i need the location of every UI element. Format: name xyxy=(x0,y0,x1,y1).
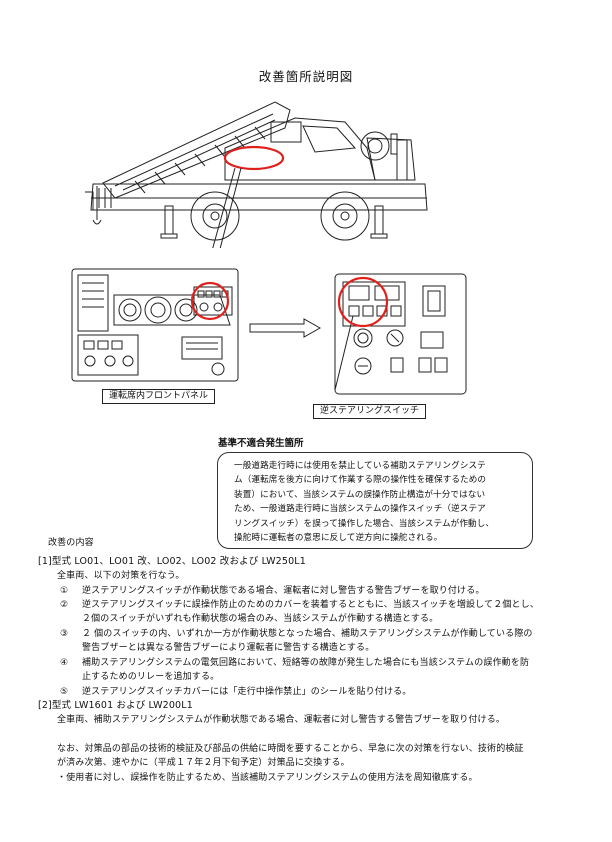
closing-paragraph-line: が済み次第、速やかに（平成１７年２月下旬予定）対策品に交換する。 xyxy=(57,758,350,768)
list-item: ⑤ 逆ステアリングスイッチカバーには「走行中操作禁止」のシールを貼り付ける。 xyxy=(60,685,411,700)
nonconformity-line: 操舵時に運転者の意思に反して逆方向に操舵される。 xyxy=(234,533,443,544)
nonconformity-heading: 基準不適合発生箇所 xyxy=(218,438,304,449)
right-arrow-icon xyxy=(249,318,322,338)
nonconformity-line: ため、一般道路走行時に当該システムの操作スイッチ（逆ステア xyxy=(234,504,486,515)
list-item: ① 逆ステアリングスイッチが作動状態である場合、運転者に対し警告する警告ブザーを取… xyxy=(60,584,485,599)
section2-title: [2]型式 LW1601 および LW200L1 xyxy=(38,700,193,711)
section1-title: [1]型式 LO01、LO01 改、LO02、LO02 改および LW250L1 xyxy=(38,556,306,567)
front-panel-caption: 運転席内フロントパネル xyxy=(102,389,216,404)
list-item-continuation: 止するためのリレーを追加する。 xyxy=(82,672,220,682)
improvement-heading: 改善の内容 xyxy=(48,538,94,548)
crane-truck-illustration xyxy=(85,101,428,248)
nonconformity-line: リングスイッチ）を誤って操作した場合、当該システムが作動し、 xyxy=(234,518,495,529)
list-item: ③ ２ 個のスイッチの内、いずれか一方が作動状態となった場合、補助ステアリングシス… xyxy=(60,627,533,642)
switch-panel-closeup-illustration xyxy=(334,273,467,395)
list-item-text: 逆ステアリングスイッチカバーには「走行中操作禁止」のシールを貼り付ける。 xyxy=(82,687,412,697)
cab-highlight-circle xyxy=(223,145,285,171)
list-marker: ② xyxy=(60,600,69,610)
list-item-continuation: 警告ブザーとは異なる警告ブザーにより運転者に警告する構造とする。 xyxy=(82,643,375,653)
page-title: 改善箇所説明図 xyxy=(258,69,354,84)
list-item: ④ 補助ステアリングシステムの電気回路において、短絡等の故障が発生した場合にも当該… xyxy=(60,656,529,671)
list-item-text: 逆ステアリングスイッチに誤操作防止のためのカバーを装着するとともに、当該スイッチ… xyxy=(82,600,539,610)
nonconformity-line: ム（運転席を後方に向けて作業する際の操作性を確保するための xyxy=(234,475,487,486)
switch-location-highlight-circle xyxy=(190,281,230,321)
list-marker: ③ xyxy=(60,629,69,639)
list-item-continuation: ２個のスイッチがいずれも作動状態の場合のみ、当該システムが作動する構造とする。 xyxy=(82,614,439,624)
closing-paragraph-line: なお、対策品の部品の技術的検証及び部品の供給に時間を要することから、早急に次の対… xyxy=(57,744,524,754)
list-item: ② 逆ステアリングスイッチに誤操作防止のためのカバーを装着するとともに、当該スイッ… xyxy=(60,598,539,613)
list-marker: ⑤ xyxy=(60,687,69,697)
section1-intro: 全車両、以下の対策を行なう。 xyxy=(57,571,185,581)
dashboard-panel-illustration xyxy=(71,268,239,382)
closing-bullet: ・使用者に対し、誤操作を防止するため、当該補助ステアリングシステムの使用方法を周… xyxy=(57,773,478,783)
list-item-text: 逆ステアリングスイッチが作動状態である場合、運転者に対し警告する警告ブザーを取り… xyxy=(82,586,485,596)
list-item-text: 補助ステアリングシステムの電気回路において、短絡等の故障が発生した場合にも当該シ… xyxy=(82,658,530,668)
list-marker: ① xyxy=(60,586,69,596)
reverse-steering-switch-caption: 逆ステアリングスイッチ xyxy=(313,404,427,419)
nonconformity-description-box: 一般道路走行時には使用を禁止している補助ステアリングシステ ム（運転席を後方に向… xyxy=(217,452,533,549)
list-item-text: ２ 個のスイッチの内、いずれか一方が作動状態となった場合、補助ステアリングシステ… xyxy=(82,629,533,639)
nonconformity-line: 装置）において、当該システムの誤操作防止構造が十分ではない xyxy=(234,489,486,500)
section2-intro: 全車両、補助ステアリングシステムが作動状態である場合、運転者に対し警告する警告ブ… xyxy=(57,715,505,725)
reverse-steering-switch-highlight-circle xyxy=(337,276,389,328)
list-marker: ④ xyxy=(60,658,69,668)
nonconformity-line: 一般道路走行時には使用を禁止している補助ステアリングシステ xyxy=(234,461,486,471)
